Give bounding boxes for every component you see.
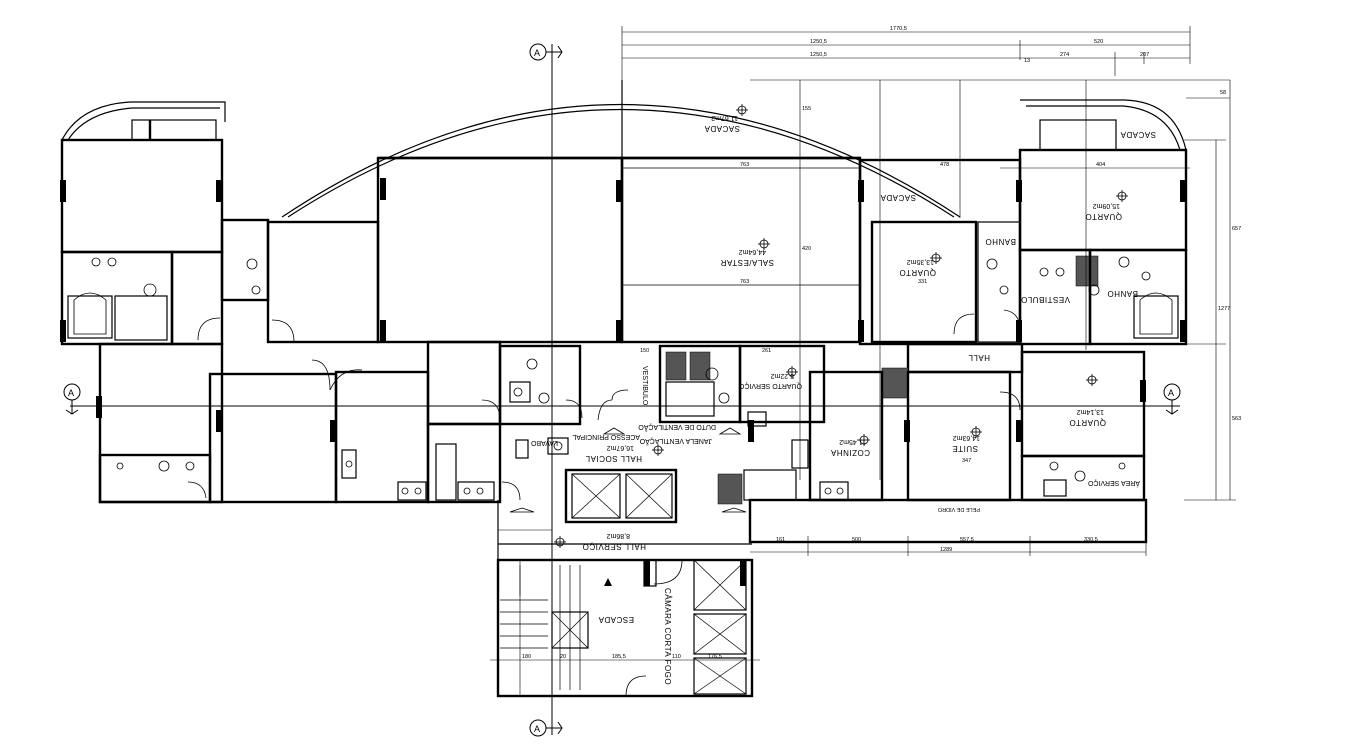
label-camara-corta-fogo: CÂMARA CORTA FOGO [663, 588, 672, 685]
room-labels: SACADA 11,67m2 SALA/ESTAR 44,64m2 SACADA… [530, 114, 1156, 685]
label-cozinha: COZINHA [830, 448, 870, 457]
dim-top-d: 274 [1060, 52, 1069, 58]
dim-top-total: 1770,5 [890, 26, 907, 32]
label-sacada-top: SACADA [704, 124, 740, 133]
dim-1289: 1289 [940, 547, 952, 553]
label-vestibulo-right: VESTIBULO [1021, 295, 1070, 304]
label-hall: HALL [968, 353, 990, 362]
right-wing [748, 99, 1188, 544]
area-quarto-servico: 5,22m2 [771, 372, 794, 379]
section-marker-right: A [1163, 383, 1181, 415]
label-quarto-right-top: QUARTO [1085, 212, 1122, 221]
dim-155: 155 [802, 106, 811, 112]
label-sacada-right: SACADA [1120, 130, 1156, 139]
dimension-texts: 1770,5 1250,5 520 1250,5 274 207 13 657 … [522, 26, 1241, 660]
area-suite: 14,63m2 [953, 434, 980, 441]
label-hall-servico: HALL SERVIÇO [582, 542, 646, 551]
dim-420: 420 [802, 246, 811, 252]
section-marker-bottom: A [529, 719, 563, 737]
dim-176: 176,5 [708, 654, 722, 660]
area-cozinha: 11,45m2 [839, 438, 866, 445]
label-area-servico: ÁREA SERVIÇO [1087, 479, 1140, 488]
dim-330: 330,5 [1084, 537, 1098, 543]
area-quarto-right-low: 13,14m2 [1077, 408, 1104, 415]
dim-180: 180 [522, 654, 531, 660]
dim-150: 150 [640, 348, 649, 354]
wall-posts [60, 178, 1186, 586]
dim-161: 161 [776, 537, 785, 543]
stair-core [496, 500, 754, 698]
area-quarto-right-top: 15,09m2 [1093, 202, 1120, 209]
area-quarto-right-mid: 13,35m2 [907, 258, 934, 265]
dim-347: 347 [962, 458, 971, 464]
level-markers [554, 104, 1128, 548]
dim-58: 58 [1220, 90, 1226, 96]
dim-185: 185,5 [612, 654, 626, 660]
label-banho-upper: BANHO [985, 237, 1016, 246]
area-sala-estar: 44,64m2 [739, 248, 766, 255]
dim-500: 500 [852, 537, 861, 543]
dim-763b: 763 [740, 279, 749, 285]
dim-563: 563 [1232, 416, 1241, 422]
dim-top-a: 1250,5 [810, 39, 827, 45]
dim-261: 261 [762, 348, 771, 354]
dim-top-c: 1250,5 [810, 52, 827, 58]
label-hall-social: HALL SOCIAL [585, 454, 642, 463]
section-marker-left: A [63, 383, 81, 415]
dim-404: 404 [1096, 162, 1105, 168]
dim-657: 657 [1232, 226, 1241, 232]
stair-treads [500, 565, 581, 690]
note-janela-ventilacao: JANELA VENTILAÇÃO [639, 437, 712, 446]
dim-557: 557,5 [960, 537, 974, 543]
dimension-lines [490, 26, 1236, 696]
label-sacada-mid: SACADA [880, 193, 916, 202]
svg-text:A: A [534, 724, 540, 734]
note-pele-de-vidro: PELE DE VIDRO [937, 506, 980, 512]
svg-text:A: A [68, 388, 74, 398]
dim-20: 20 [560, 654, 566, 660]
label-escada: ESCADA [598, 615, 634, 624]
dim-110: 110 [672, 654, 681, 660]
label-quarto-right-low: QUARTO [1069, 418, 1106, 427]
label-banho-right: BANHO [1107, 289, 1138, 298]
dim-top-b: 520 [1094, 39, 1103, 45]
dim-331: 331 [918, 279, 927, 285]
svg-text:A: A [534, 48, 540, 58]
plan-notes: ACESSO PRINCIPAL JANELA VENTILAÇÃO DUTO … [572, 423, 980, 512]
dim-13: 13 [1024, 58, 1030, 64]
note-duto-ventilacao: DUTO DE VENTILAÇÃO [638, 423, 716, 432]
label-quarto-servico: QUARTO SERVIÇO [738, 382, 802, 389]
label-sala-estar: SALA/ESTAR [720, 258, 774, 267]
note-acesso-principal: ACESSO PRINCIPAL [572, 433, 640, 440]
section-marker-top: A [529, 43, 563, 61]
dim-478: 478 [940, 162, 949, 168]
dim-1277: 1277 [1218, 306, 1230, 312]
label-vestibulo-mid: VESTIBULO [641, 366, 648, 406]
area-hall-servico: 8,86m2 [607, 532, 630, 539]
area-sacada-top: 11,67m2 [711, 114, 738, 121]
label-lavabo: LAVABO [530, 439, 558, 446]
label-suite: SUITE [952, 444, 978, 453]
label-quarto-right-mid: QUARTO [899, 268, 936, 277]
dim-763: 763 [740, 162, 749, 168]
area-hall-social: 16,67m2 [607, 444, 634, 451]
dim-top-e: 207 [1140, 52, 1149, 58]
svg-text:A: A [1168, 388, 1174, 398]
